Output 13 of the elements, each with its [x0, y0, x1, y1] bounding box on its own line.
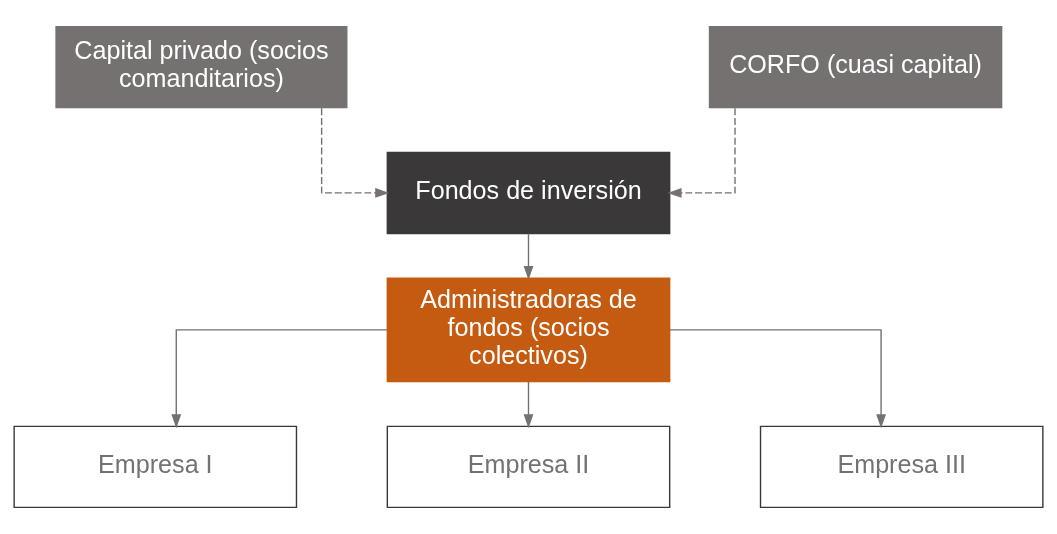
node-box: CORFO (cuasi capital): [708, 25, 1003, 109]
node-box: Fondos de inversión: [386, 151, 671, 235]
node-box: Empresa II: [386, 425, 671, 509]
arrow: [320, 107, 390, 198]
arrow: [523, 232, 534, 280]
node-box: Empresa III: [759, 425, 1044, 509]
node-box: Administradoras de fondos (socios colectivos): [386, 277, 671, 383]
node-box: Capital privado (socios comanditarios): [55, 25, 348, 109]
node-box: Empresa I: [13, 425, 298, 509]
arrow: [669, 329, 886, 429]
arrow: [523, 381, 534, 429]
arrow: [667, 107, 736, 198]
arrow: [171, 329, 388, 429]
